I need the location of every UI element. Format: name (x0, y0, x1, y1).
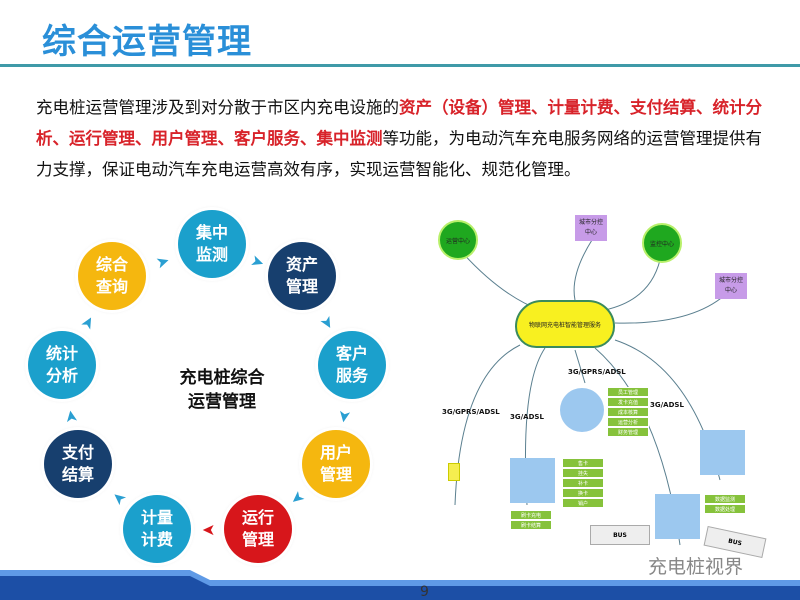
function-tag: 运营分析 (607, 417, 649, 427)
cycle-arrow-icon: ➤ (334, 407, 356, 425)
function-tag: 数据监测 (704, 494, 746, 504)
cycle-node: 计量计费 (123, 495, 191, 563)
node-label: 管理 (319, 465, 352, 484)
city-center-node-1: 城市分控中心 (575, 215, 607, 241)
node-label: 支付 (61, 443, 94, 462)
intro-text: 充电桩运营管理涉及到对分散于市区内充电设施的 (36, 98, 399, 117)
center-line-1: 充电桩综合 (179, 368, 265, 388)
node-label: 资产 (285, 255, 318, 274)
intro-paragraph: 充电桩运营管理涉及到对分散于市区内充电设施的资产（设备）管理、计量计费、支付结算… (36, 92, 776, 185)
card-service-hall-2 (700, 430, 745, 475)
cycle-arrow-icon: ➤ (201, 521, 215, 540)
watermark: 充电桩视界 (648, 556, 744, 578)
highlighted-functions: 资产（设备）管理、计量计费、支付结算、统计分析、运行管理、用户管理、客户服务、集… (36, 98, 762, 148)
page-number: 9 (420, 584, 429, 600)
bus-station (655, 494, 700, 539)
footer-band (0, 570, 800, 600)
node-label: 综合 (95, 255, 128, 274)
cycle-node: 用户管理 (302, 430, 370, 498)
node-label: 集中 (195, 223, 228, 242)
cycle-arrow-icon: ➤ (106, 486, 130, 510)
cycle-node: 支付结算 (44, 430, 112, 498)
node-label: 服务 (335, 366, 368, 385)
cloud-service: 物联网充电桩智能管理服务 (515, 300, 615, 348)
cycle-center-label: 充电桩综合运营管理 (160, 366, 284, 414)
bus-icon: BUS (590, 525, 650, 545)
link-label: 3G/GPRS/ADSL (442, 408, 500, 416)
function-tag: 挂失 (562, 468, 604, 478)
title-divider (0, 64, 800, 67)
node-label: 查询 (95, 277, 128, 296)
node-label: 分析 (45, 366, 78, 385)
slide-title: 综合运营管理 (42, 22, 252, 62)
link-label: 3G/ADSL (510, 413, 544, 421)
link-label: 3G/ADSL (650, 401, 684, 409)
monitor-center-node: 监控中心 (642, 223, 682, 263)
node-label: 统计 (45, 344, 78, 363)
node-label: 管理 (241, 530, 274, 549)
function-tag: 换卡 (562, 488, 604, 498)
function-tag: 刷卡结算 (510, 520, 552, 530)
card-service-hall-1 (510, 458, 555, 503)
center-line-2: 运营管理 (188, 392, 256, 412)
node-label: 结算 (61, 465, 94, 484)
cycle-node: 客户服务 (318, 331, 386, 399)
cycle-arrow-icon: ➤ (286, 486, 309, 510)
city-center-node-2: 城市分控中心 (715, 273, 747, 299)
node-label: 计量 (140, 508, 173, 527)
cycle-arrow-icon: ➤ (76, 311, 100, 333)
function-tag: 财务管理 (607, 427, 649, 437)
cycle-node: 集中监测 (178, 210, 246, 278)
function-tag: 员工管理 (607, 387, 649, 397)
network-diagram: 运营中心 城市分控中心 监控中心 城市分控中心 物联网充电桩智能管理服务 3G/… (420, 205, 800, 559)
function-tag: 发卡充值 (607, 397, 649, 407)
function-tag: 售卡 (562, 458, 604, 468)
node-label: 管理 (285, 277, 318, 296)
function-tag: 数据处理 (704, 504, 746, 514)
node-label: 客户 (335, 344, 368, 363)
cycle-arrow-icon: ➤ (153, 250, 172, 273)
function-tag: 补卡 (562, 478, 604, 488)
link-label: 3G/GPRS/ADSL (568, 368, 626, 376)
charging-pile-icon (448, 463, 460, 481)
node-label: 计费 (140, 530, 173, 549)
cycle-node: 综合查询 (78, 242, 146, 310)
function-tag: 销户 (562, 498, 604, 508)
node-label: 运行 (241, 508, 274, 527)
ops-center-node: 运营中心 (438, 220, 478, 260)
node-label: 用户 (319, 443, 352, 462)
ops-terminal (560, 388, 604, 432)
cycle-arrow-icon: ➤ (60, 407, 82, 425)
intro-text-end: 等功能，为电动汽车充电服务网络的运营管理提供有力支撑，保证电动汽车充电运营高效有… (36, 129, 762, 179)
function-tag: 刷卡充电 (510, 510, 552, 520)
cycle-node: 运行管理 (224, 495, 292, 563)
cycle-arrow-icon: ➤ (248, 250, 268, 273)
node-label: 监测 (195, 245, 228, 264)
cycle-node: 统计分析 (28, 331, 96, 399)
cycle-arrow-icon: ➤ (316, 311, 340, 333)
function-tag: 成本核算 (607, 407, 649, 417)
cycle-node: 资产管理 (268, 242, 336, 310)
